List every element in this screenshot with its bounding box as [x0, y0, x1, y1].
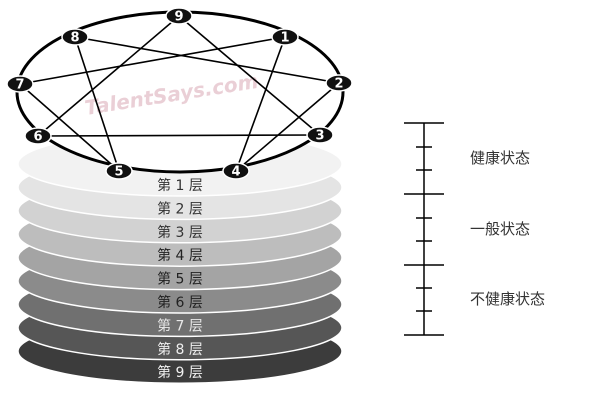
node-3: 3: [306, 126, 334, 144]
line-4-2: [235, 82, 340, 172]
node-8: 8: [61, 28, 89, 46]
line-5-7: [19, 83, 120, 172]
layer-8-label: 第 8 层: [157, 341, 203, 358]
scale-label-2: 一般状态: [470, 220, 530, 238]
node-9-label: 9: [174, 10, 183, 25]
node-6-label: 6: [33, 130, 42, 145]
node-2-label: 2: [334, 77, 343, 92]
node-6: 6: [24, 127, 52, 145]
node-7: 7: [6, 75, 34, 93]
node-4-marker: [222, 162, 250, 180]
node-1-label: 1: [280, 31, 289, 46]
layer-1-label: 第 1 层: [157, 177, 203, 194]
node-9: 9: [165, 7, 193, 25]
layer-6-label: 第 6 层: [157, 294, 203, 311]
line-2-8: [74, 36, 340, 84]
node-5-marker: [105, 162, 133, 180]
node-1-marker: [271, 28, 299, 46]
enneagram-connection-lines: [19, 15, 340, 172]
node-3-marker: [306, 126, 334, 144]
node-2: 2: [325, 74, 353, 92]
layer-4-label: 第 4 层: [157, 247, 203, 264]
layer-9-label: 第 9 层: [157, 364, 203, 381]
scale-label-3: 不健康状态: [470, 290, 545, 308]
node-5: 5: [105, 162, 133, 180]
line-7-1: [19, 36, 286, 85]
node-1: 1: [271, 28, 299, 46]
scale-label-1: 健康状态: [470, 149, 530, 167]
layer-2-label: 第 2 层: [157, 200, 203, 217]
node-9-marker: [165, 7, 193, 25]
layer-7-label: 第 7 层: [157, 317, 203, 334]
layer-5-label: 第 5 层: [157, 271, 203, 288]
line-6-9: [37, 15, 180, 137]
node-8-marker: [61, 28, 89, 46]
enneagram-nodes: 9 1 2 3 4 5 6 7 8: [6, 7, 353, 180]
node-3-label: 3: [315, 129, 324, 144]
node-4: 4: [222, 162, 250, 180]
line-1-4: [235, 36, 286, 172]
node-4-label: 4: [231, 165, 240, 180]
node-6-marker: [24, 127, 52, 145]
line-9-3: [178, 15, 321, 136]
node-8-label: 8: [70, 31, 79, 46]
line-8-5: [74, 36, 120, 172]
node-2-marker: [325, 74, 353, 92]
node-7-marker: [6, 75, 34, 93]
layer-3-label: 第 3 层: [157, 224, 203, 241]
line-3-6: [37, 134, 321, 137]
node-5-label: 5: [114, 165, 123, 180]
node-7-label: 7: [15, 78, 24, 93]
